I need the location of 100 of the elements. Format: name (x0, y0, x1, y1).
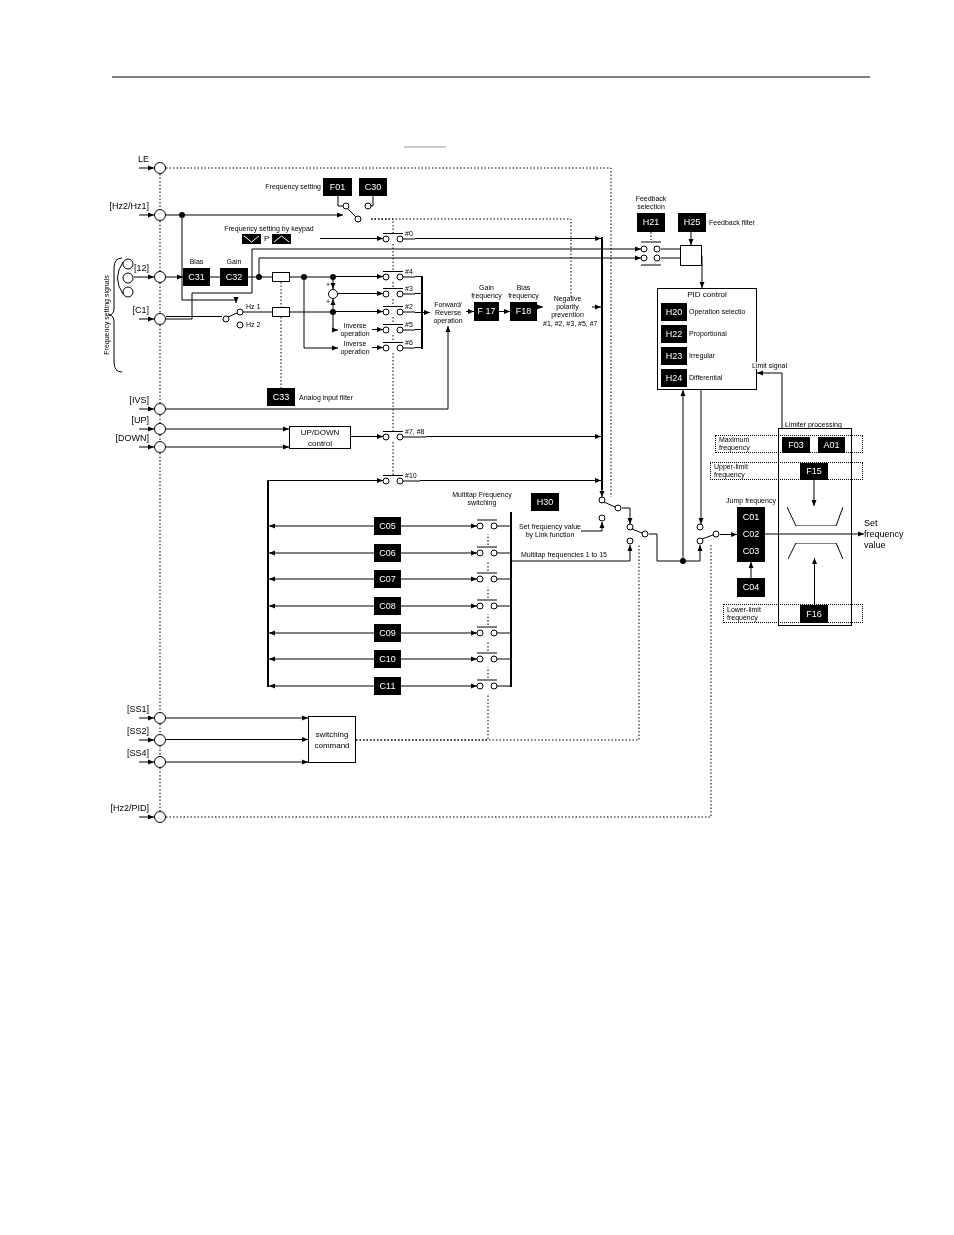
arrow (400, 550, 478, 556)
parameter-code: C31 (188, 272, 205, 282)
parameter-code: C04 (742, 583, 760, 592)
arrow (511, 544, 633, 562)
arrow (165, 737, 309, 742)
control-line (487, 586, 489, 599)
control-line (159, 452, 161, 713)
control-line (159, 745, 161, 757)
arrow (138, 165, 155, 171)
arrow (680, 389, 686, 559)
arrow (330, 279, 336, 290)
parameter-code: A01 (823, 440, 840, 450)
arrow (268, 656, 375, 662)
arrow (138, 426, 155, 432)
parameter-code: F16 (806, 609, 822, 619)
arrow (138, 212, 155, 218)
arrow (138, 316, 155, 322)
arrow (268, 550, 375, 556)
control-line (392, 243, 394, 272)
parameter-block (374, 597, 401, 615)
switch-symbol (697, 524, 720, 545)
control-line (392, 441, 394, 476)
arrow (851, 531, 865, 537)
arrow (330, 298, 336, 310)
parameter-block (267, 388, 295, 406)
parameter-block (531, 493, 559, 511)
parameter-block (661, 325, 687, 343)
terminal-label: [SS4] (127, 749, 149, 758)
arrow (138, 737, 155, 743)
arrow (536, 304, 544, 310)
switch-symbol (627, 524, 649, 545)
parameter-code: H24 (665, 373, 683, 383)
filter-box (272, 272, 290, 282)
parameter-code: H20 (665, 307, 683, 317)
terminal-label: [C1] (132, 306, 149, 315)
connector-line (496, 658, 511, 660)
arrow (685, 544, 703, 562)
control-line (487, 533, 489, 546)
connector-line (265, 311, 273, 313)
arrow (165, 759, 309, 765)
arrow (268, 478, 384, 483)
arrow (350, 434, 384, 439)
limiter-curve (788, 543, 843, 559)
arrow (335, 309, 384, 314)
arrow (268, 576, 375, 582)
connector-line (764, 533, 779, 535)
parameter-block (374, 570, 401, 588)
arrow (599, 489, 605, 498)
parameter-block (678, 213, 706, 232)
terminal-label: [SS2] (127, 727, 149, 736)
parameter-code: H25 (683, 218, 701, 227)
switch-symbol (599, 497, 622, 522)
connector-line (414, 276, 422, 277)
arrow (165, 274, 184, 280)
parameter-code: F15 (806, 467, 822, 476)
parameter-code: C33 (272, 392, 290, 402)
parameter-code: F03 (788, 440, 804, 450)
connector-line (165, 214, 180, 216)
parameter-code: C10 (379, 654, 396, 664)
arrow (371, 327, 384, 332)
connector-line (414, 312, 422, 313)
arrow (400, 656, 478, 662)
limiter-curve (787, 507, 843, 526)
terminal-label: [DOWN] (115, 434, 149, 443)
switch-symbol (343, 202, 371, 223)
control-line (487, 640, 489, 652)
control-line (159, 220, 161, 272)
box-label: switching command (313, 728, 351, 751)
arrow (165, 444, 290, 450)
box-label: UP/DOWN control (299, 426, 341, 449)
arrow (165, 426, 290, 432)
parameter-code: C32 (225, 272, 243, 282)
arrow (621, 507, 633, 525)
parameter-block (661, 369, 687, 387)
parameter-code: C30 (364, 182, 382, 192)
connector-line (247, 276, 257, 278)
parameter-code: C03 (742, 547, 760, 556)
arrow (400, 576, 478, 582)
arrow (165, 325, 451, 410)
parameter-block (800, 463, 828, 480)
parameter-block (374, 517, 401, 535)
control-line (280, 316, 282, 389)
arrow (184, 212, 344, 218)
arrow (400, 523, 478, 529)
parameter-block (374, 544, 401, 562)
connector-line (496, 552, 511, 554)
arrow (268, 603, 375, 609)
connector-line (414, 329, 422, 330)
parameter-block (374, 650, 401, 668)
arrow (319, 236, 384, 241)
arrow (811, 479, 817, 507)
arrow (422, 310, 431, 315)
arrow (181, 217, 239, 304)
arrow (332, 314, 339, 333)
control-line (392, 352, 394, 432)
arrow (268, 683, 375, 689)
terminal-label: [UP] (131, 416, 149, 425)
connector-line (496, 685, 511, 687)
arrow (498, 309, 511, 314)
parameter-code: C07 (379, 574, 396, 584)
